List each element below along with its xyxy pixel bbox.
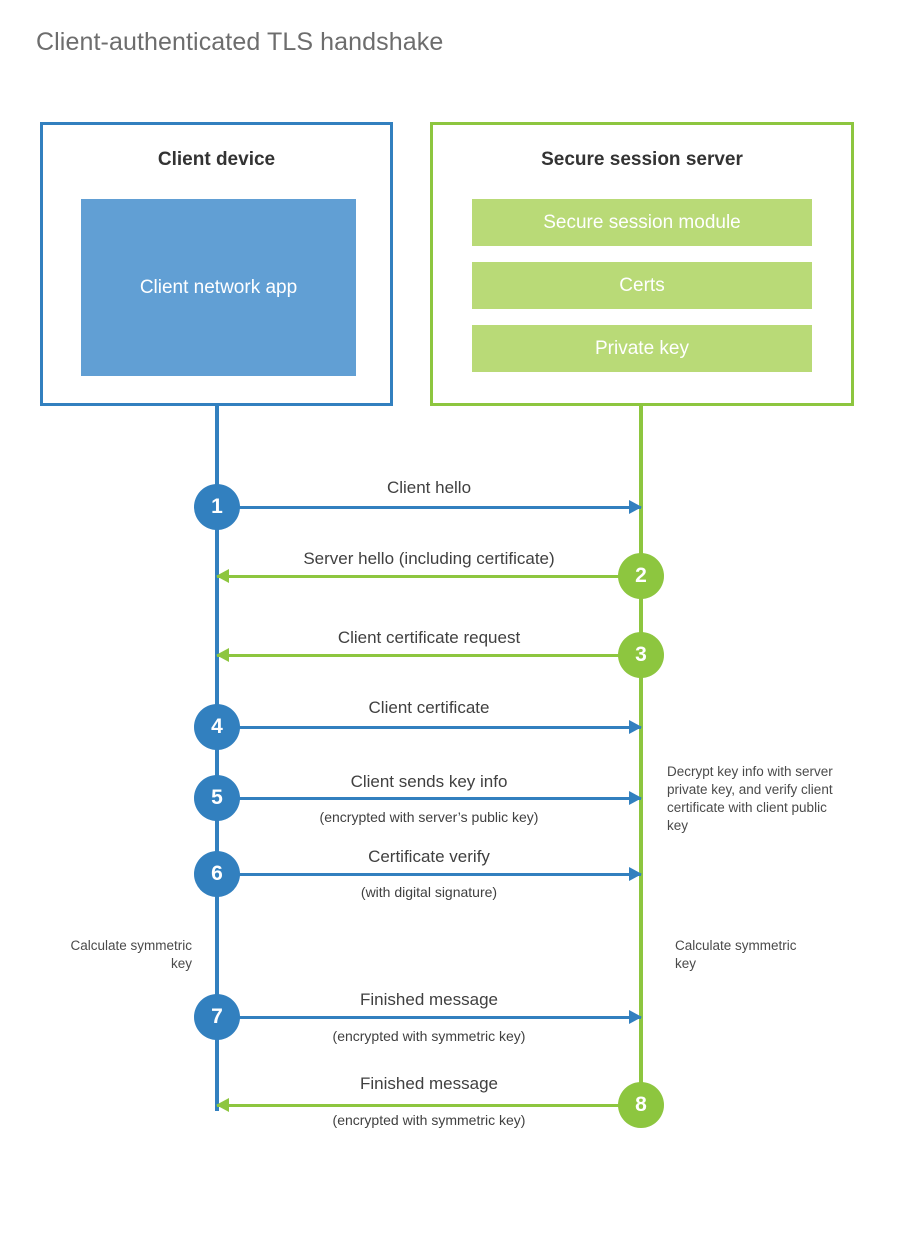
- step-marker-8[interactable]: 8: [618, 1082, 664, 1128]
- arrow-shaft: [217, 574, 641, 578]
- step-6-sublabel: (with digital signature): [360, 884, 498, 900]
- arrow-head-icon: [629, 720, 642, 734]
- arrow-shaft: [217, 796, 641, 800]
- secure-session-server-title: Secure session server: [541, 149, 743, 170]
- step-marker-3[interactable]: 3: [618, 632, 664, 678]
- step-8-label: Finished message: [360, 1074, 498, 1093]
- arrow-shaft: [217, 872, 641, 876]
- note-client-calculate-symmetric-key: Calculate symmetric key: [70, 938, 192, 971]
- arrow-head-icon: [629, 867, 642, 881]
- step-5-sublabel: (encrypted with server’s public key): [319, 809, 539, 825]
- client-lifeline: [215, 404, 219, 1111]
- secure-session-server-box: Secure session server Secure session mod…: [430, 122, 854, 406]
- arrow-shaft: [217, 1103, 641, 1107]
- step-marker-6[interactable]: 6: [194, 851, 240, 897]
- step-marker-5[interactable]: 5: [194, 775, 240, 821]
- client-network-app-label: Client network app: [139, 276, 298, 298]
- step-7-sublabel: (encrypted with symmetric key): [332, 1028, 526, 1044]
- arrow-shaft: [217, 725, 641, 729]
- step-marker-4[interactable]: 4: [194, 704, 240, 750]
- client-network-app-block: Client network app: [81, 199, 356, 376]
- arrow-head-icon: [629, 500, 642, 514]
- step-7-label: Finished message: [360, 990, 498, 1009]
- step-4-label: Client certificate: [368, 698, 490, 717]
- client-device-box: Client device Client network app: [40, 122, 393, 406]
- arrow-head-icon: [216, 569, 229, 583]
- server-lifeline: [639, 404, 643, 1105]
- note-server-decrypt: Decrypt key info with server private key…: [667, 764, 833, 833]
- step-5-label: Client sends key info: [350, 772, 508, 791]
- arrow-head-icon: [216, 648, 229, 662]
- arrow-head-icon: [629, 791, 642, 805]
- arrow-head-icon: [629, 1010, 642, 1024]
- arrow-shaft: [217, 1015, 641, 1019]
- arrow-head-icon: [216, 1098, 229, 1112]
- step-marker-7[interactable]: 7: [194, 994, 240, 1040]
- step-1-label: Client hello: [386, 478, 472, 497]
- step-6-label: Certificate verify: [368, 847, 490, 866]
- note-server-calculate-symmetric-key: Calculate symmetric key: [675, 938, 797, 971]
- step-8-sublabel: (encrypted with symmetric key): [332, 1112, 526, 1128]
- step-marker-2[interactable]: 2: [618, 553, 664, 599]
- client-device-title: Client device: [157, 149, 276, 170]
- step-2-label: Server hello (including certificate): [303, 549, 555, 568]
- step-marker-1[interactable]: 1: [194, 484, 240, 530]
- server-block-private-key: Private key: [472, 325, 812, 372]
- arrow-shaft: [217, 505, 641, 509]
- page-title: Client-authenticated TLS handshake: [36, 28, 444, 56]
- server-block-certs: Certs: [472, 262, 812, 309]
- arrow-shaft: [217, 653, 641, 657]
- server-block-secure-session-module: Secure session module: [472, 199, 812, 246]
- step-3-label: Client certificate request: [337, 628, 521, 647]
